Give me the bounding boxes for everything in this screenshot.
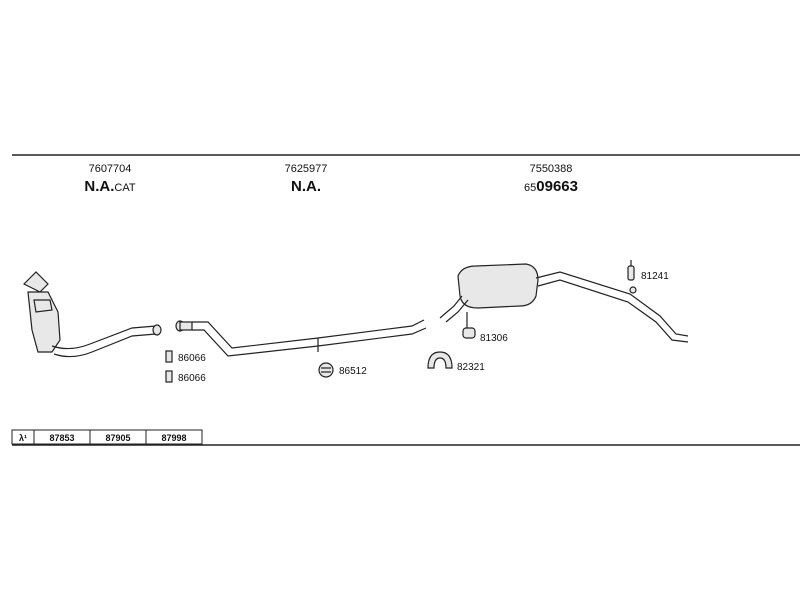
part-label-gasket-a: 86066: [178, 353, 206, 364]
part-label-mount-81306: 81306: [480, 333, 508, 344]
part-number-catalyst: 7607704: [89, 163, 132, 175]
u-clamp-icon: [427, 351, 453, 369]
part-label-gasket-b: 86066: [178, 373, 206, 384]
part-label-clamp-mid: 86512: [339, 366, 367, 377]
part-label-hanger-81241: 81241: [641, 271, 669, 282]
part-number-middle-pipe: 7625977: [285, 163, 328, 175]
clamp-icon: [318, 362, 334, 378]
label-rear-muffler: 6509663: [524, 178, 578, 195]
part-number-rear-muffler: 7550388: [530, 163, 573, 175]
gasket-icon: [165, 350, 173, 383]
table-cell: 87905: [105, 433, 130, 443]
table-cell: 87998: [161, 433, 186, 443]
lambda-sensor-table: λ¹ 87853 87905 87998: [11, 429, 203, 445]
hanger-icon: [627, 260, 635, 281]
rear-muffler: [439, 263, 689, 343]
part-label-clamp-82321: 82321: [457, 362, 485, 373]
table-cell: 87853: [49, 433, 74, 443]
label-catalyst: N.A.CAT: [84, 178, 135, 195]
catalytic-converter: [22, 271, 162, 358]
rubber-mount-icon: [462, 312, 476, 339]
middle-pipe: [175, 319, 427, 357]
table-symbol: λ¹: [19, 433, 27, 443]
label-middle-pipe: N.A.: [291, 178, 321, 195]
